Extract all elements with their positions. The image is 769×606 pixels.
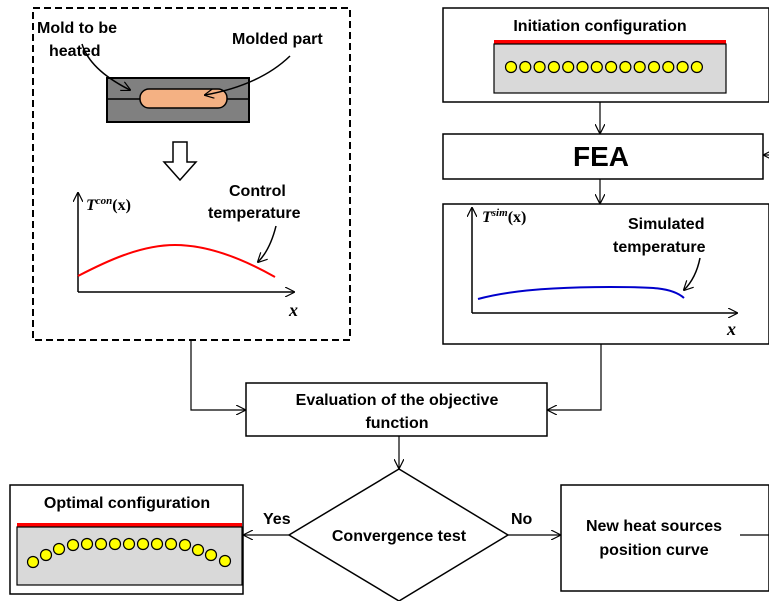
heat-source-dot <box>690 60 704 74</box>
heat-source-dot <box>122 537 136 551</box>
no-label: No <box>511 511 533 528</box>
heat-source-dot <box>590 60 603 74</box>
new-sources-label-line2: position curve <box>599 542 708 559</box>
hollow-down-arrow-icon <box>162 141 198 182</box>
initiation-title: Initiation configuration <box>513 18 686 35</box>
heat-source-dot <box>39 548 53 562</box>
convergence-label: Convergence test <box>332 528 467 545</box>
sim-x-axis-label: x <box>726 319 736 339</box>
heat-source-dot <box>136 537 150 551</box>
sim-y-axis-label: Tsim(x) <box>482 207 526 226</box>
mold-label-leader <box>81 43 130 90</box>
heat-source-dot <box>52 542 66 556</box>
simulation-box <box>442 203 769 345</box>
heat-source-dot <box>519 60 532 74</box>
control-x-axis-label: x <box>288 300 298 320</box>
arrow-sim-to-evaluation <box>548 344 602 410</box>
heat-source-dot <box>150 537 164 551</box>
new-sources-label-line1: New heat sources <box>586 518 722 535</box>
heat-source-dot <box>218 554 232 568</box>
initiation-heat-sources <box>504 60 704 74</box>
heat-source-dot <box>576 60 589 74</box>
optimal-plate <box>16 526 243 586</box>
heat-source-dot <box>619 60 632 74</box>
heat-source-dot <box>547 60 561 74</box>
sim-curve-label-line2: temperature <box>613 239 706 256</box>
fea-box <box>442 133 764 180</box>
evaluation-label-line1: Evaluation of the objective <box>296 392 499 409</box>
mold-label-line1: Mold to be <box>37 20 117 37</box>
fea-label: FEA <box>573 141 629 172</box>
control-temperature-curve <box>77 243 276 278</box>
heat-source-dot <box>533 60 546 74</box>
heat-source-dot <box>204 548 218 562</box>
sim-curve-leader <box>684 257 701 290</box>
heat-source-dot <box>26 555 40 569</box>
heat-source-dot <box>633 60 646 74</box>
mold-label-line2: heated <box>49 43 101 60</box>
optimal-title: Optimal configuration <box>44 495 210 512</box>
heat-source-dot <box>66 538 80 552</box>
arrow-control-to-evaluation <box>190 340 245 410</box>
control-temperature-chart: Tcon(x) Control temperature x <box>78 183 301 320</box>
new-sources-box <box>560 484 769 592</box>
part-label-leader <box>205 55 291 95</box>
heat-source-dot <box>676 60 689 74</box>
part-label: Molded part <box>232 31 323 48</box>
molded-part-shape <box>139 88 228 109</box>
sim-curve-label-line1: Simulated <box>628 216 704 233</box>
control-curve-leader <box>258 225 277 262</box>
simulated-temperature-curve <box>477 285 685 300</box>
heat-source-dot <box>178 538 192 552</box>
heat-source-dot <box>604 60 618 74</box>
evaluation-label-line2: function <box>365 415 428 432</box>
control-y-axis-label: Tcon(x) <box>86 195 131 214</box>
yes-label: Yes <box>263 511 291 528</box>
heat-source-dot <box>164 537 178 551</box>
heat-source-dot <box>504 60 518 74</box>
heat-source-dot <box>80 537 94 551</box>
heat-source-dot <box>662 60 675 74</box>
heat-source-dot <box>108 537 122 551</box>
heat-source-dot <box>94 537 108 551</box>
optimal-red-bar <box>17 523 242 527</box>
control-curve-label-line1: Control <box>229 183 286 200</box>
heat-source-dot <box>647 60 661 74</box>
evaluation-box <box>245 382 548 437</box>
heat-source-dot <box>562 60 575 74</box>
simulated-temperature-chart: Tsim(x) Simulated temperature x <box>472 207 737 339</box>
control-curve-label-line2: temperature <box>208 205 301 222</box>
optimal-heat-sources <box>26 537 232 569</box>
heat-source-dot <box>191 543 205 557</box>
initiation-red-bar <box>494 40 726 44</box>
mold-illustration <box>106 77 250 123</box>
